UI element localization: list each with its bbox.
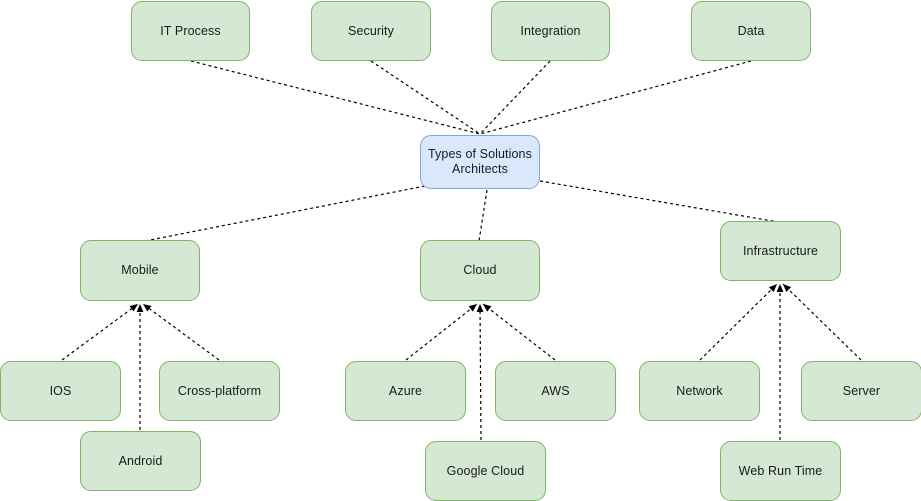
node-mobile[interactable]: Mobile xyxy=(80,240,200,301)
node-cross-platform[interactable]: Cross-platform xyxy=(159,361,280,421)
node-android-label: Android xyxy=(118,453,163,468)
node-network-label: Network xyxy=(676,383,723,398)
node-mobile-label: Mobile xyxy=(121,263,159,277)
node-android[interactable]: Android xyxy=(80,431,201,491)
node-server-label: Server xyxy=(842,383,881,398)
node-azure[interactable]: Azure xyxy=(345,361,466,421)
node-infrastructure-label: Infrastructure xyxy=(742,243,819,258)
node-it-process-label: IT Process xyxy=(160,23,221,38)
node-cloud[interactable]: Cloud xyxy=(420,240,540,301)
node-security-label: Security xyxy=(348,23,394,38)
node-root[interactable]: Types of Solutions Architects xyxy=(420,135,540,189)
node-google-cloud[interactable]: Google Cloud xyxy=(425,441,546,501)
node-web-run-time-label: Web Run Time xyxy=(738,463,823,478)
node-infrastructure[interactable]: Infrastructure xyxy=(720,221,841,281)
node-aws-label: AWS xyxy=(541,383,570,398)
node-integration-label: Integration xyxy=(520,23,581,38)
node-google-cloud-label: Google Cloud xyxy=(446,463,525,478)
node-ios[interactable]: IOS xyxy=(0,361,121,421)
node-it-process[interactable]: IT Process xyxy=(131,1,250,61)
node-data[interactable]: Data xyxy=(691,1,811,61)
node-aws[interactable]: AWS xyxy=(495,361,616,421)
node-ios-label: IOS xyxy=(49,383,72,398)
node-data-label: Data xyxy=(737,23,765,38)
node-root-label: Types of Solutions Architects xyxy=(428,147,532,176)
node-integration[interactable]: Integration xyxy=(491,1,610,61)
node-azure-label: Azure xyxy=(388,383,423,398)
node-cross-platform-label: Cross-platform xyxy=(177,383,262,398)
node-network[interactable]: Network xyxy=(639,361,760,421)
node-server[interactable]: Server xyxy=(801,361,921,421)
node-web-run-time[interactable]: Web Run Time xyxy=(720,441,841,501)
node-cloud-label: Cloud xyxy=(463,263,497,277)
node-security[interactable]: Security xyxy=(311,1,431,61)
